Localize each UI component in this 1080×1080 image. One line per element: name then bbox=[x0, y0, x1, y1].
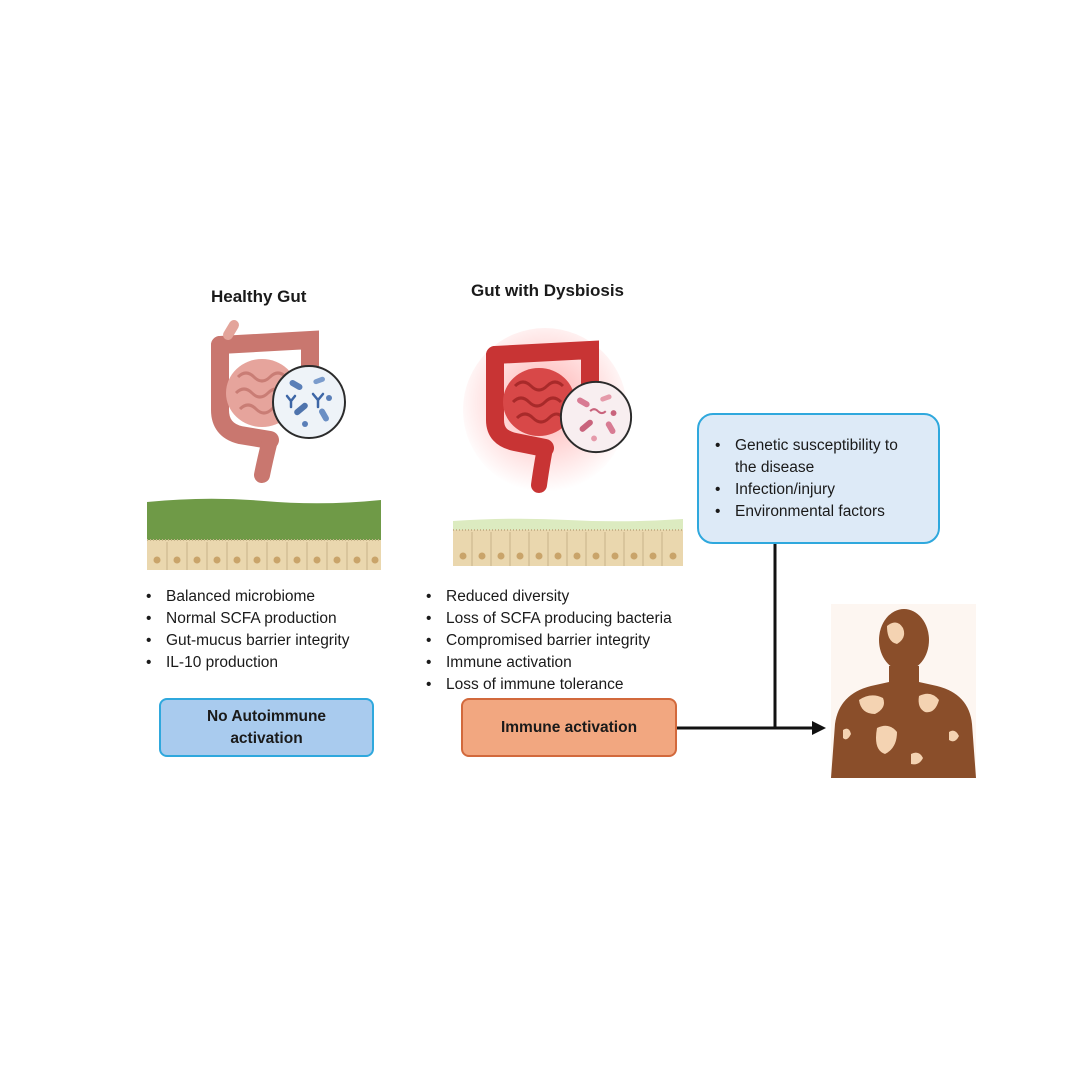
list-item: Reduced diversity bbox=[424, 586, 672, 608]
no-autoimmune-label: No Autoimmune activation bbox=[206, 707, 327, 747]
microbe-lens-icon bbox=[559, 380, 633, 454]
dysbiosis-bullet-list: Reduced diversity Loss of SCFA producing… bbox=[424, 586, 672, 696]
list-item: Genetic susceptibility to the disease bbox=[713, 435, 918, 479]
risk-factors-list: Genetic susceptibility to the disease In… bbox=[713, 435, 918, 523]
list-item: Loss of SCFA producing bacteria bbox=[424, 608, 672, 630]
healthy-bullet-list: Balanced microbiome Normal SCFA producti… bbox=[144, 586, 349, 674]
immune-activation-box: Immune activation bbox=[461, 698, 677, 757]
healthy-mucus-barrier bbox=[147, 498, 381, 570]
list-item: Gut-mucus barrier integrity bbox=[144, 630, 349, 652]
immune-activation-label: Immune activation bbox=[500, 718, 638, 736]
list-item: Balanced microbiome bbox=[144, 586, 349, 608]
thin-mucus-barrier bbox=[453, 518, 683, 566]
arrow-head-icon bbox=[812, 721, 826, 735]
no-autoimmune-box: No Autoimmune activation bbox=[159, 698, 374, 757]
dysbiosis-gut-title: Gut with Dysbiosis bbox=[471, 281, 625, 300]
microbe-lens-icon bbox=[272, 365, 346, 439]
connector-arrows bbox=[677, 544, 826, 735]
risk-factors-box: Genetic susceptibility to the disease In… bbox=[697, 413, 940, 544]
person-with-vitiligo-icon bbox=[831, 604, 976, 778]
list-item: Normal SCFA production bbox=[144, 608, 349, 630]
list-item: Immune activation bbox=[424, 652, 672, 674]
list-item: Loss of immune tolerance bbox=[424, 674, 672, 696]
list-item: Infection/injury bbox=[713, 479, 918, 501]
list-item: Compromised barrier integrity bbox=[424, 630, 672, 652]
list-item: IL-10 production bbox=[144, 652, 349, 674]
healthy-gut-title: Healthy Gut bbox=[211, 287, 307, 306]
list-item: Environmental factors bbox=[713, 501, 918, 523]
